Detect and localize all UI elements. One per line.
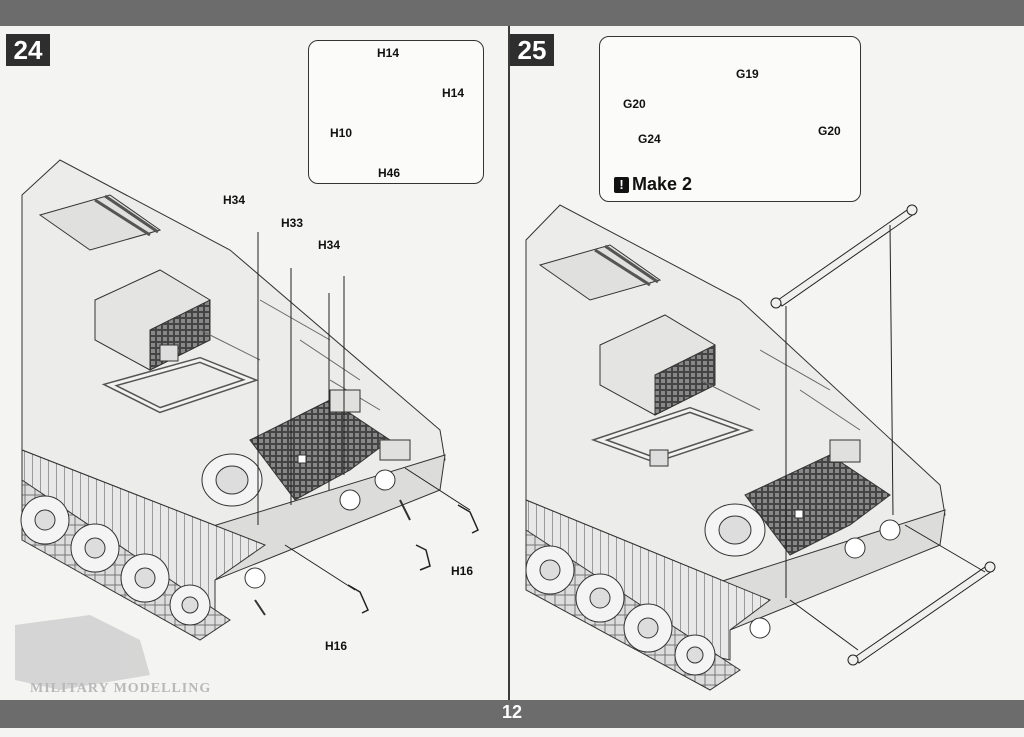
label-h10: H10: [330, 126, 353, 140]
step24-vehicle-drawing: [20, 159, 446, 641]
label-g20-left: G20: [623, 97, 646, 111]
step25-vehicle-drawing: [525, 204, 946, 691]
label-h16-bottom: H16: [325, 639, 348, 653]
exclamation-icon: !: [614, 176, 629, 193]
label-g19: G19: [736, 67, 759, 81]
label-h33: H33: [281, 216, 304, 230]
label-g24: G24: [638, 132, 661, 146]
step25-callout-box: [599, 36, 861, 202]
page-divider: [508, 26, 510, 700]
step25-towbars: [770, 204, 996, 666]
label-g20-right: G20: [818, 124, 841, 138]
label-h46: H46: [378, 166, 401, 180]
step-number-24: 24: [6, 34, 50, 66]
top-bar: [0, 0, 1024, 26]
bottom-bar: [0, 700, 1024, 728]
label-h34-right: H34: [318, 238, 341, 252]
step24-leader-lines: [257, 232, 479, 614]
label-h14-right: H14: [442, 86, 465, 100]
watermark-logo: [15, 615, 150, 690]
label-h14-top: H14: [377, 46, 400, 60]
make-quantity-text: Make 2: [632, 174, 693, 194]
step-number-25: 25: [510, 34, 554, 66]
step24-callout-box: [308, 40, 484, 184]
page-number: 12: [501, 702, 523, 722]
watermark-text: MILITARY MODELLING: [30, 681, 212, 696]
make-quantity-note: ! Make 2: [614, 174, 692, 195]
label-h16-right: H16: [451, 564, 474, 578]
label-h34-left: H34: [223, 193, 246, 207]
